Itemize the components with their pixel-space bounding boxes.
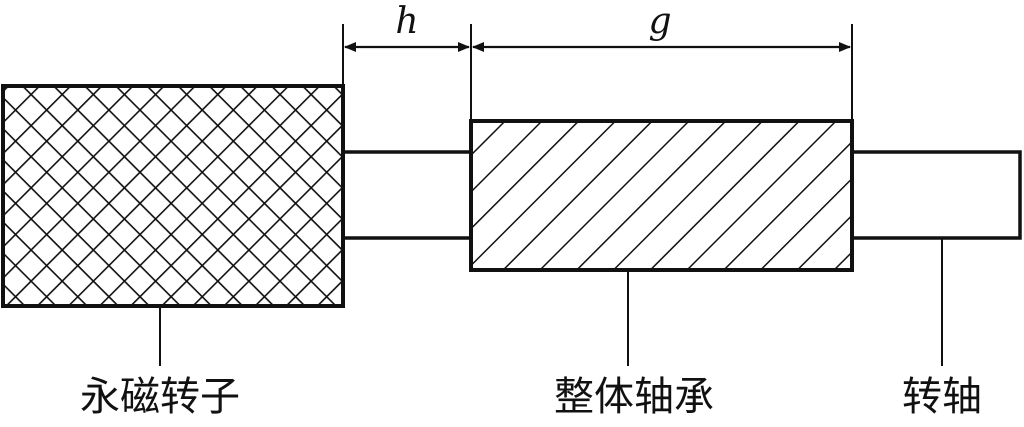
shaft-segment-between bbox=[341, 150, 473, 240]
label-integral-bearing: 整体轴承 bbox=[554, 374, 714, 420]
label-permanent-magnet-rotor: 永磁转子 bbox=[80, 374, 240, 420]
shaft-segment-right bbox=[850, 150, 1022, 240]
label-shaft: 转轴 bbox=[902, 374, 982, 420]
dimension-label-g: g bbox=[648, 1, 671, 42]
permanent-magnet-rotor bbox=[1, 84, 345, 308]
integral-bearing bbox=[469, 119, 854, 272]
dimension-label-h: h bbox=[395, 1, 418, 42]
